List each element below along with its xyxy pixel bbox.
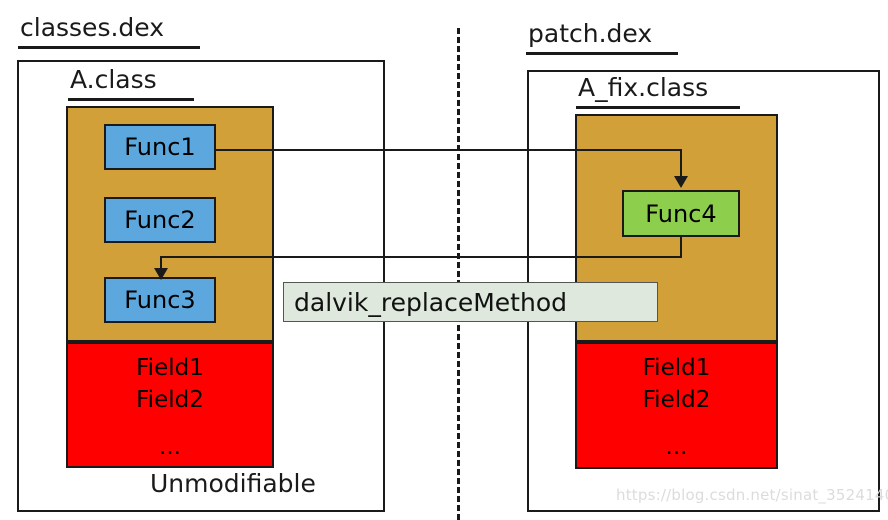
dex-separator-divider	[457, 28, 460, 520]
connector-func4-to-func3-horizontal	[160, 256, 682, 258]
field-item: Field2	[642, 387, 711, 413]
func2-box[interactable]: Func2	[104, 197, 216, 243]
func1-label: Func1	[124, 133, 196, 161]
func3-label: Func3	[124, 286, 196, 314]
a-fix-class-title-underline	[576, 106, 740, 109]
classes-dex-title-underline	[18, 46, 200, 49]
a-class-title-underline	[68, 98, 194, 101]
a-class-title: A.class	[70, 65, 157, 94]
a-fix-class-title: A_fix.class	[578, 73, 709, 102]
dalvik-replace-method-label: dalvik_replaceMethod	[294, 287, 567, 317]
connector-func4-to-func3-arrowhead	[154, 268, 168, 280]
a-class-fields-block: Field1 Field2 ...	[66, 342, 274, 468]
connector-func4-to-func3-vertical-right	[680, 237, 682, 258]
connector-func1-to-func4-vertical	[680, 149, 682, 178]
field-item: Field1	[136, 355, 204, 381]
classes-dex-title: classes.dex	[20, 13, 165, 42]
func4-label: Func4	[645, 199, 717, 228]
field-item: Field1	[642, 355, 711, 381]
a-fix-class-fields-block: Field1 Field2 ...	[575, 342, 778, 469]
connector-func4-to-func3-vertical-left	[160, 256, 162, 270]
patch-dex-title-underline	[526, 52, 678, 55]
patch-dex-title: patch.dex	[528, 19, 653, 48]
dalvik-replace-method-chip[interactable]: dalvik_replaceMethod	[283, 282, 658, 322]
func4-box[interactable]: Func4	[622, 190, 740, 237]
field-ellipsis: ...	[665, 434, 688, 460]
field-item: Field2	[136, 387, 204, 413]
connector-func1-to-func4-horizontal	[216, 149, 681, 151]
csdn-watermark: https://blog.csdn.net/sinat_35241409	[616, 486, 888, 504]
func1-box[interactable]: Func1	[104, 124, 216, 170]
func2-label: Func2	[124, 206, 196, 234]
field-ellipsis: ...	[159, 434, 181, 460]
func3-box[interactable]: Func3	[104, 277, 216, 323]
connector-func1-to-func4-arrowhead	[674, 176, 688, 188]
unmodifiable-note: Unmodifiable	[150, 469, 316, 498]
